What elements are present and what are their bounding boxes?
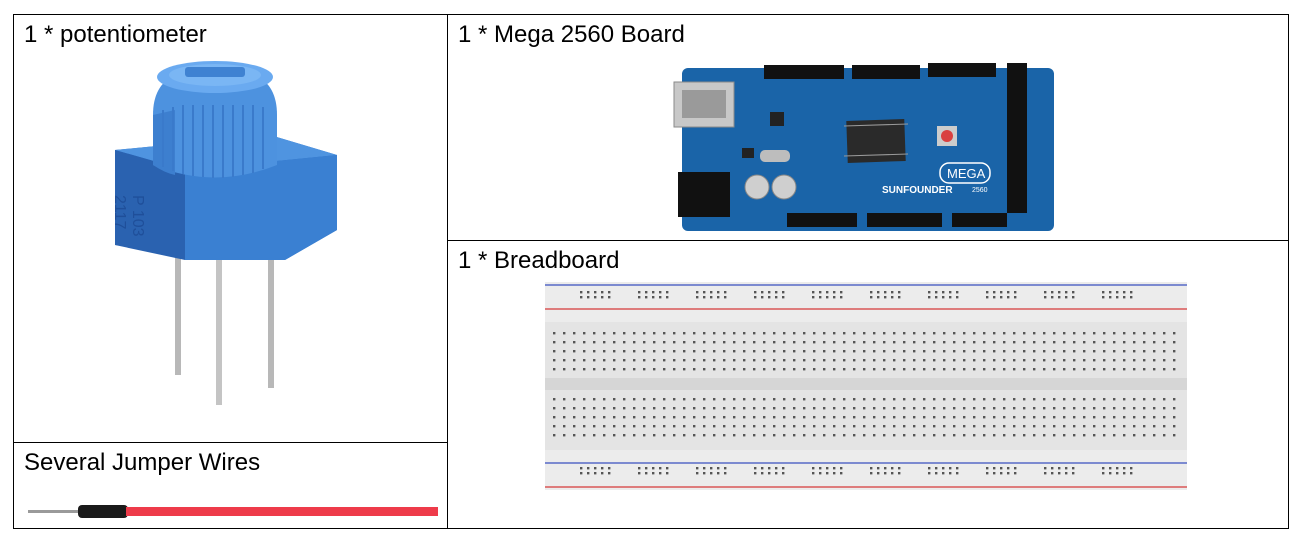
- potentiometer-caption: 1 * potentiometer: [24, 21, 207, 48]
- board-model: MEGA: [947, 166, 986, 181]
- jumper-wire-image: [28, 505, 438, 518]
- potentiometer-marking-top: P 103: [129, 195, 146, 237]
- potentiometer-image: P 103 2117: [111, 61, 337, 405]
- mega-board-image: SUNFOUNDER MEGA 2560: [673, 63, 1054, 231]
- breadboard-image: [545, 282, 1187, 490]
- board-model-sub: 2560: [972, 187, 988, 194]
- mega-board-caption: 1 * Mega 2560 Board: [458, 21, 685, 48]
- potentiometer-marking-bottom: 2117: [111, 195, 128, 230]
- jumper-wires-caption: Several Jumper Wires: [24, 449, 261, 476]
- cell-mega-board: 1 * Mega 2560 Board: [447, 14, 1289, 241]
- breadboard-caption: 1 * Breadboard: [458, 247, 620, 274]
- cell-jumper-wires: Several Jumper Wires: [13, 442, 448, 529]
- cell-breadboard: 1 * Breadboard: [447, 240, 1289, 529]
- board-brand: SUNFOUNDER: [882, 185, 953, 196]
